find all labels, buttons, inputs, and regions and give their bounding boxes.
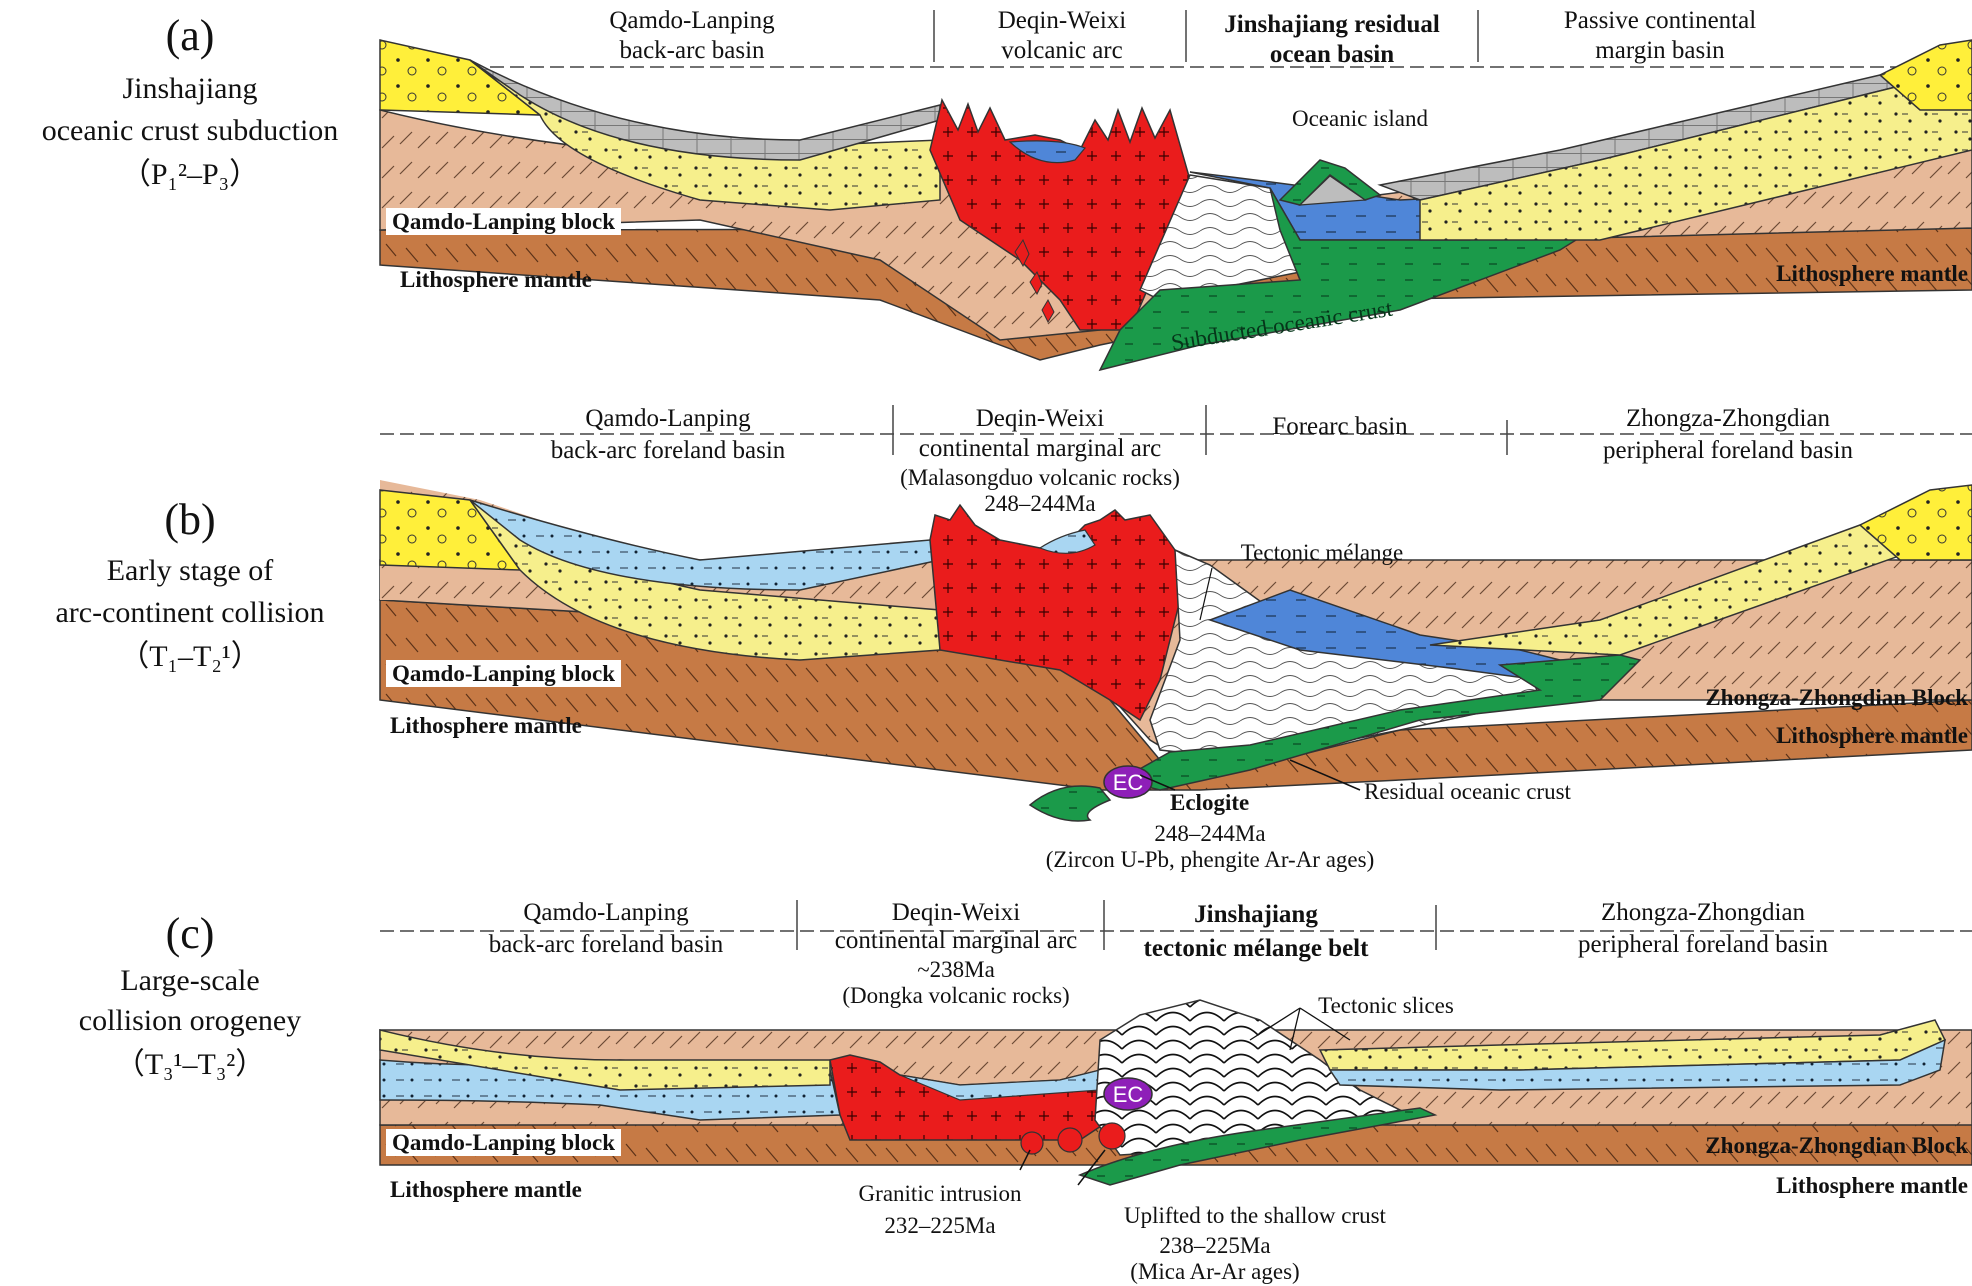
panel-c-mantle-left: Lithosphere mantle bbox=[390, 1177, 582, 1202]
panel-a-header-3a: Jinshajiang residual bbox=[1224, 11, 1440, 38]
tectonic-melange-label: Tectonic mélange bbox=[1240, 540, 1404, 565]
panel-c-header-2b: continental marginal arc bbox=[834, 927, 1078, 954]
granitic-intrusion-age: 232–225Ma bbox=[884, 1213, 996, 1238]
panel-c-header-1b: back-arc foreland basin bbox=[488, 931, 724, 958]
panel-b-title-1: Early stage of bbox=[106, 554, 274, 587]
uplifted-method: (Mica Ar-Ar ages) bbox=[1130, 1259, 1300, 1284]
panel-a-header-1b: back-arc basin bbox=[619, 37, 765, 64]
panel-a-mantle-left: Lithosphere mantle bbox=[400, 267, 592, 292]
eclogite-method: (Zircon U-Pb, phengite Ar-Ar ages) bbox=[1045, 847, 1375, 872]
panel-a-title-2: oceanic crust subduction bbox=[41, 114, 339, 147]
panel-a-header-2b: volcanic arc bbox=[1001, 37, 1123, 64]
panel-b-header-2c: (Malasongduo volcanic rocks) bbox=[900, 465, 1180, 490]
panel-c-header-3a: Jinshajiang bbox=[1194, 901, 1318, 928]
panel-a-mantle-right: Lithosphere mantle bbox=[1776, 261, 1968, 286]
panel-b-header-2a: Deqin-Weixi bbox=[975, 405, 1105, 432]
panel-a-period: （P₁²–P₃） bbox=[120, 158, 260, 191]
panel-b-header-4b: peripheral foreland basin bbox=[1603, 437, 1853, 464]
panel-b-header-3: Forearc basin bbox=[1272, 413, 1408, 440]
tectonic-slices-label: Tectonic slices bbox=[1318, 993, 1454, 1018]
panel-c-header-4b: peripheral foreland basin bbox=[1578, 931, 1828, 958]
oceanic-island-label: Oceanic island bbox=[1291, 106, 1429, 131]
panel-a-letter: (a) bbox=[165, 11, 215, 60]
panel-c-title-1: Large-scale bbox=[120, 964, 260, 997]
panel-a-header-4b: margin basin bbox=[1595, 37, 1725, 64]
panel-a-title-1: Jinshajiang bbox=[122, 72, 258, 105]
panel-c-header-2c: ~238Ma bbox=[917, 957, 995, 982]
panel-b-header-2d: 248–244Ma bbox=[984, 491, 1096, 516]
panel-c-block-left: Qamdo-Lanping block bbox=[386, 1129, 622, 1156]
panel-b-block-right: Zhongza-Zhongdian Block bbox=[1705, 685, 1968, 710]
panel-c-section bbox=[379, 900, 1972, 1186]
panel-b-mantle-left: Lithosphere mantle bbox=[390, 713, 582, 738]
panel-c-header-2d: (Dongka volcanic rocks) bbox=[842, 983, 1070, 1008]
panel-c-header-1a: Qamdo-Lanping bbox=[523, 899, 689, 926]
panel-b-mantle-right: Lithosphere mantle bbox=[1776, 723, 1968, 748]
panel-b-header-1b: back-arc foreland basin bbox=[550, 437, 786, 464]
panel-c-block-right: Zhongza-Zhongdian Block bbox=[1705, 1133, 1968, 1158]
panel-c-ec-badge: EC bbox=[1112, 1082, 1144, 1107]
panel-c-period: （T₃¹–T₃²） bbox=[114, 1048, 266, 1081]
panel-b-period: （T₁–T₂¹） bbox=[119, 640, 261, 673]
panel-b-header-1a: Qamdo-Lanping bbox=[585, 405, 751, 432]
panel-b-ec-badge: EC bbox=[1112, 770, 1144, 795]
panel-a-block-label: Qamdo-Lanping block bbox=[386, 208, 622, 235]
panel-b-header-4a: Zhongza-Zhongdian bbox=[1625, 405, 1831, 432]
panel-c-title-2: collision orogeney bbox=[78, 1004, 302, 1037]
panel-b-letter: (b) bbox=[164, 495, 216, 544]
panel-a-header-1a: Qamdo-Lanping bbox=[609, 7, 775, 34]
residual-crust-label: Residual oceanic crust bbox=[1364, 779, 1571, 804]
panel-c-letter: (c) bbox=[165, 909, 215, 958]
uplifted-age: 238–225Ma bbox=[1159, 1233, 1271, 1258]
eclogite-label: Eclogite bbox=[1170, 790, 1250, 815]
panel-b-section bbox=[379, 405, 1972, 822]
panel-c-mantle-right: Lithosphere mantle bbox=[1776, 1173, 1968, 1198]
panel-b-header-2b: continental marginal arc bbox=[918, 435, 1162, 462]
uplifted-label: Uplifted to the shallow crust bbox=[1124, 1203, 1386, 1228]
granitic-intrusion-label: Granitic intrusion bbox=[858, 1181, 1022, 1206]
panel-c-header-3b: tectonic mélange belt bbox=[1143, 935, 1369, 962]
panel-c-header-4a: Zhongza-Zhongdian bbox=[1600, 899, 1806, 926]
eclogite-age: 248–244Ma bbox=[1154, 821, 1266, 846]
panel-b-title-2: arc-continent collision bbox=[55, 596, 325, 629]
panel-a-header-2a: Deqin-Weixi bbox=[997, 7, 1127, 34]
panel-a-section bbox=[379, 10, 1972, 372]
panel-a-header-4a: Passive continental bbox=[1563, 7, 1757, 34]
panel-a-header-3b: ocean basin bbox=[1269, 41, 1395, 68]
panel-c-header-2a: Deqin-Weixi bbox=[891, 899, 1021, 926]
panel-b-block-left: Qamdo-Lanping block bbox=[386, 660, 622, 687]
